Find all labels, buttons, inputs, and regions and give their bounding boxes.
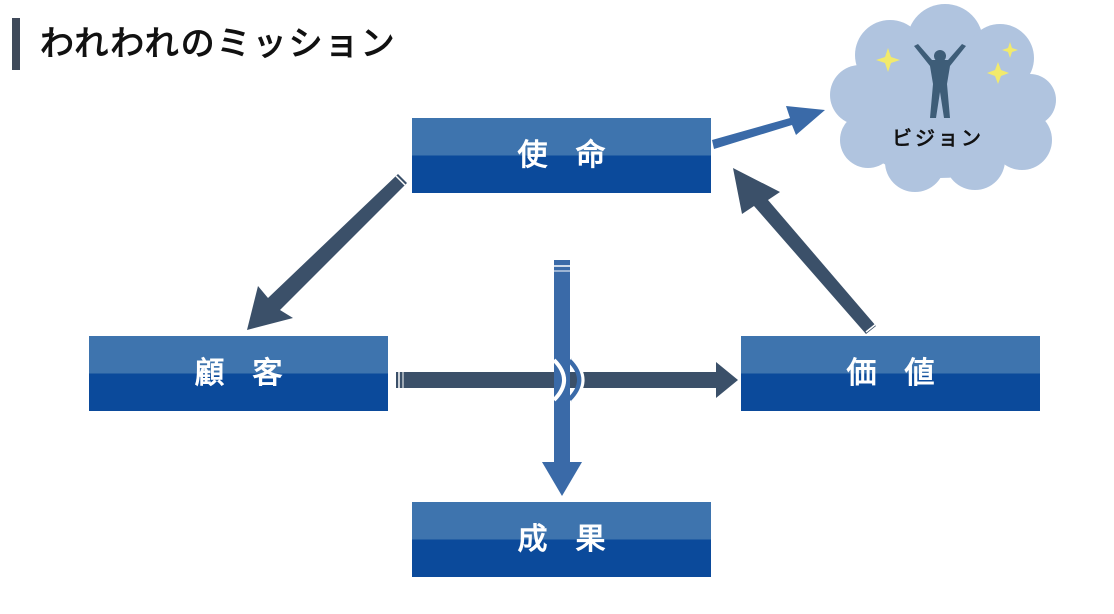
sparkle-icons — [876, 42, 1018, 84]
arrow-mission-to-customer — [247, 172, 409, 330]
customer-box: 顧客 — [89, 336, 388, 411]
arrow-mission-to-vision — [712, 106, 825, 149]
person-silhouette-icon — [914, 44, 966, 118]
mission-box: 使命 — [412, 118, 711, 193]
vision-label: ビジョン — [892, 126, 984, 150]
page-title: われわれのミッション — [40, 24, 397, 64]
result-box: 成果 — [412, 502, 711, 577]
arrow-value-to-mission — [733, 168, 877, 334]
vision-cloud — [830, 4, 1056, 192]
arrow-to-result — [542, 260, 585, 496]
value-box: 価値 — [741, 336, 1040, 411]
title-accent-bar — [12, 18, 20, 70]
